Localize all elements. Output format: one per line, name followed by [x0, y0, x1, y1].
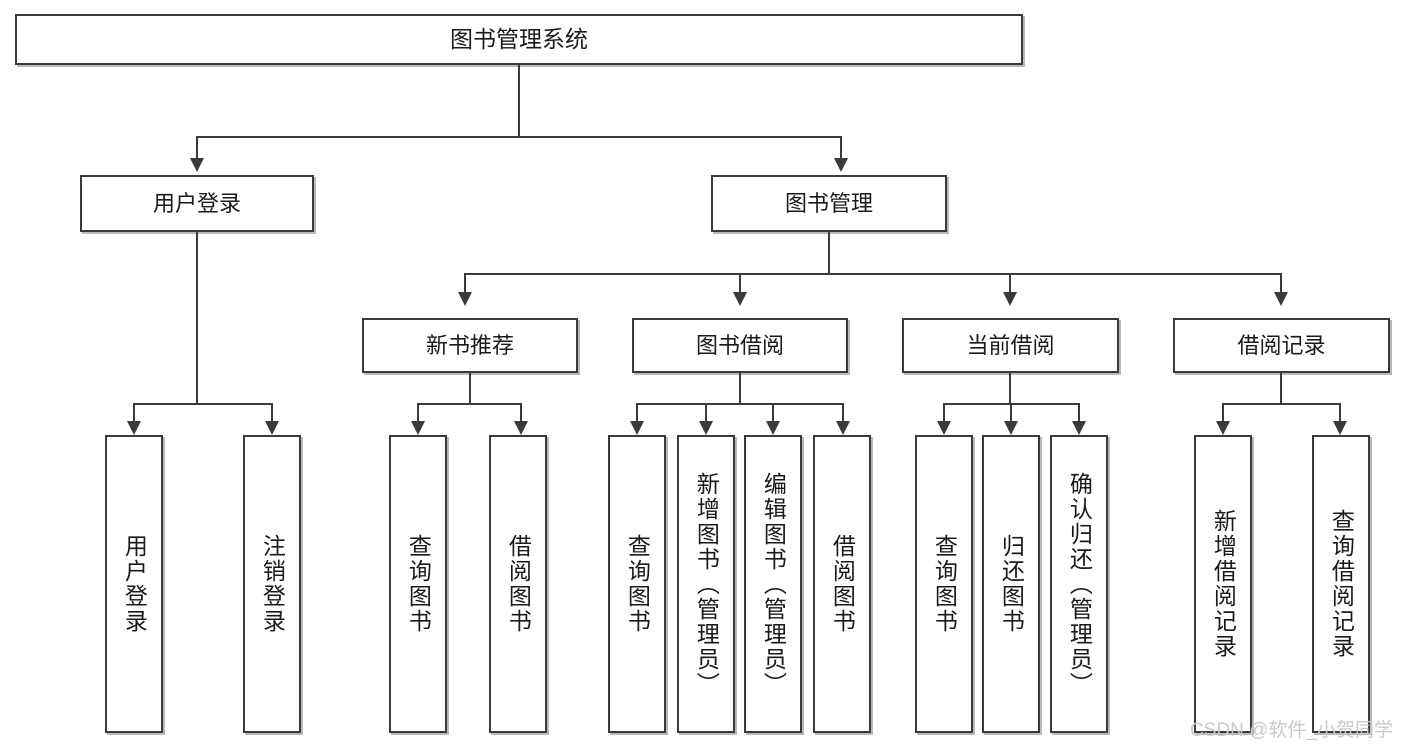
csdn-watermark: CSDN @软件_小贺同学 — [1190, 720, 1393, 741]
node-label: 图书管理系统 — [450, 26, 588, 53]
arrow-user-login-to-leaf-1 — [127, 421, 141, 435]
leaf-current-borrow-query-books[interactable]: 查询图书 — [915, 435, 973, 733]
connector-bm-to-current-borrow — [1009, 273, 1011, 294]
node-label: 查询图书 — [624, 534, 651, 634]
leaf-book-borrow-add-book-admin[interactable]: 新增图书（管理员） — [677, 435, 735, 733]
leaf-book-borrow-borrow-books[interactable]: 借阅图书 — [813, 435, 871, 733]
connector-br-to-leaf-1 — [1222, 403, 1224, 423]
node-book-management[interactable]: 图书管理 — [711, 175, 947, 232]
connector-bb-to-leaf-3 — [772, 403, 774, 423]
node-label: 归还图书 — [998, 534, 1025, 634]
leaf-user-login-login[interactable]: 用户登录 — [105, 435, 163, 733]
node-label: 借阅图书 — [505, 534, 532, 634]
connector-bb-to-leaf-1 — [636, 403, 638, 423]
node-new-book-recommend[interactable]: 新书推荐 — [362, 318, 578, 373]
arrow-bm-to-new-book — [458, 292, 472, 306]
node-label: 用户登录 — [121, 534, 148, 634]
leaf-book-borrow-query-books[interactable]: 查询图书 — [608, 435, 666, 733]
connector-bm-to-new-book — [464, 273, 466, 294]
node-label: 用户登录 — [152, 190, 241, 216]
node-label: 注销登录 — [259, 534, 286, 634]
connector-root-stem — [518, 65, 520, 137]
connector-user-login-bus — [133, 403, 272, 405]
connector-bm-to-book-borrow — [739, 273, 741, 294]
arrow-root-to-book-management — [834, 158, 848, 172]
node-label: 图书管理 — [784, 190, 873, 216]
arrow-br-to-leaf-1 — [1216, 421, 1230, 435]
node-label: 当前借阅 — [966, 332, 1055, 358]
connector-user-login-stem — [196, 232, 198, 404]
connector-book-borrow-bus — [636, 403, 843, 405]
arrow-nb-to-leaf-1 — [411, 421, 425, 435]
node-borrow-record[interactable]: 借阅记录 — [1173, 318, 1390, 373]
leaf-current-borrow-confirm-return-admin[interactable]: 确认归还（管理员） — [1050, 435, 1108, 733]
connector-nb-to-leaf-2 — [520, 403, 522, 423]
leaf-new-book-borrow-books[interactable]: 借阅图书 — [489, 435, 547, 733]
node-label: 新增图书（管理员） — [693, 471, 720, 697]
connector-bm-to-borrow-record — [1280, 273, 1282, 294]
connector-root-bus — [196, 136, 842, 138]
arrow-bb-to-leaf-4 — [836, 421, 850, 435]
leaf-new-book-query-books[interactable]: 查询图书 — [389, 435, 447, 733]
connector-book-management-stem — [828, 232, 830, 274]
connector-book-borrow-stem — [739, 373, 741, 403]
node-label: 图书借阅 — [695, 332, 784, 358]
leaf-book-borrow-edit-book-admin[interactable]: 编辑图书（管理员） — [744, 435, 802, 733]
connector-root-to-user-login — [196, 136, 198, 160]
connector-cb-to-leaf-3 — [1078, 403, 1080, 423]
node-book-borrow[interactable]: 图书借阅 — [632, 318, 848, 373]
connector-bb-to-leaf-2 — [705, 403, 707, 423]
connector-cb-to-leaf-2 — [1010, 403, 1012, 423]
node-label: 查询图书 — [931, 534, 958, 634]
node-label: 编辑图书（管理员） — [760, 471, 787, 697]
arrow-cb-to-leaf-1 — [937, 421, 951, 435]
connector-bb-to-leaf-4 — [842, 403, 844, 423]
arrow-bm-to-book-borrow — [733, 292, 747, 306]
arrow-bb-to-leaf-3 — [766, 421, 780, 435]
node-book-management-system[interactable]: 图书管理系统 — [15, 14, 1023, 65]
node-label: 查询图书 — [405, 534, 432, 634]
leaf-borrow-record-query-record[interactable]: 查询借阅记录 — [1312, 435, 1370, 733]
arrow-user-login-to-leaf-2 — [265, 421, 279, 435]
node-label: 借阅图书 — [829, 534, 856, 634]
node-label: 确认归还（管理员） — [1066, 471, 1093, 697]
connector-current-borrow-stem — [1009, 373, 1011, 403]
node-current-borrow[interactable]: 当前借阅 — [902, 318, 1119, 373]
connector-book-management-bus — [464, 273, 1280, 275]
leaf-current-borrow-return-books[interactable]: 归还图书 — [982, 435, 1040, 733]
connector-root-to-book-management — [840, 136, 842, 160]
connector-borrow-record-stem — [1280, 373, 1282, 403]
arrow-br-to-leaf-2 — [1333, 421, 1347, 435]
connector-user-login-to-leaf-1 — [133, 403, 135, 423]
arrow-bm-to-borrow-record — [1274, 292, 1288, 306]
leaf-borrow-record-add-record[interactable]: 新增借阅记录 — [1194, 435, 1252, 733]
leaf-user-login-logout[interactable]: 注销登录 — [243, 435, 301, 733]
connector-new-book-stem — [469, 373, 471, 403]
node-label: 新书推荐 — [425, 332, 514, 358]
node-label: 借阅记录 — [1237, 332, 1326, 358]
node-label: 查询借阅记录 — [1328, 509, 1355, 659]
arrow-bb-to-leaf-1 — [630, 421, 644, 435]
connector-user-login-to-leaf-2 — [271, 403, 273, 423]
arrow-cb-to-leaf-3 — [1072, 421, 1086, 435]
node-label: 新增借阅记录 — [1210, 509, 1237, 659]
arrow-root-to-user-login — [190, 158, 204, 172]
arrow-nb-to-leaf-2 — [514, 421, 528, 435]
connector-br-to-leaf-2 — [1339, 403, 1341, 423]
connector-nb-to-leaf-1 — [417, 403, 419, 423]
connector-borrow-record-bus — [1222, 403, 1340, 405]
connector-cb-to-leaf-1 — [943, 403, 945, 423]
arrow-cb-to-leaf-2 — [1004, 421, 1018, 435]
arrow-bm-to-current-borrow — [1003, 292, 1017, 306]
node-user-login[interactable]: 用户登录 — [80, 175, 314, 232]
connector-new-book-bus — [417, 403, 521, 405]
arrow-bb-to-leaf-2 — [699, 421, 713, 435]
